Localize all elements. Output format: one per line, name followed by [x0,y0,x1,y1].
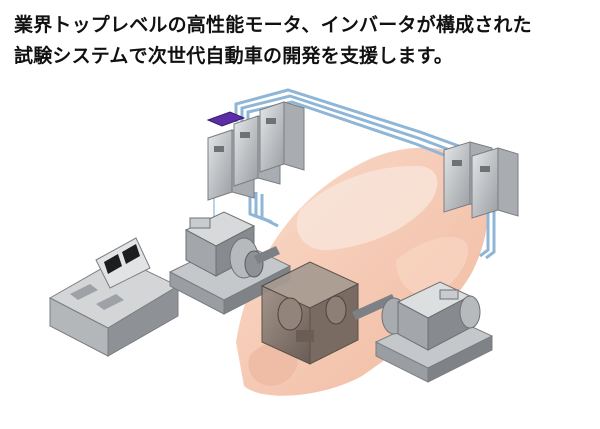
headline: 業界トップレベルの高性能モータ、インバータが構成された 試験システムで次世代自動… [14,10,594,72]
transmission-unit [260,261,360,365]
electric-motor-left [184,211,264,279]
drive-shaft [254,246,396,320]
cable-harness [234,88,496,260]
operator-console [48,237,180,357]
inverter-cabinets-right [443,141,519,219]
headline-line-2: 試験システムで次世代自動車の開発を支援します。 [14,45,454,67]
headline-line-1: 業界トップレベルの高性能モータ、インバータが構成された [14,14,532,36]
controller-display [206,111,246,127]
inverter-cabinets-left [207,101,305,201]
test-system-illustration [48,88,519,396]
electric-motor-right [381,281,481,351]
